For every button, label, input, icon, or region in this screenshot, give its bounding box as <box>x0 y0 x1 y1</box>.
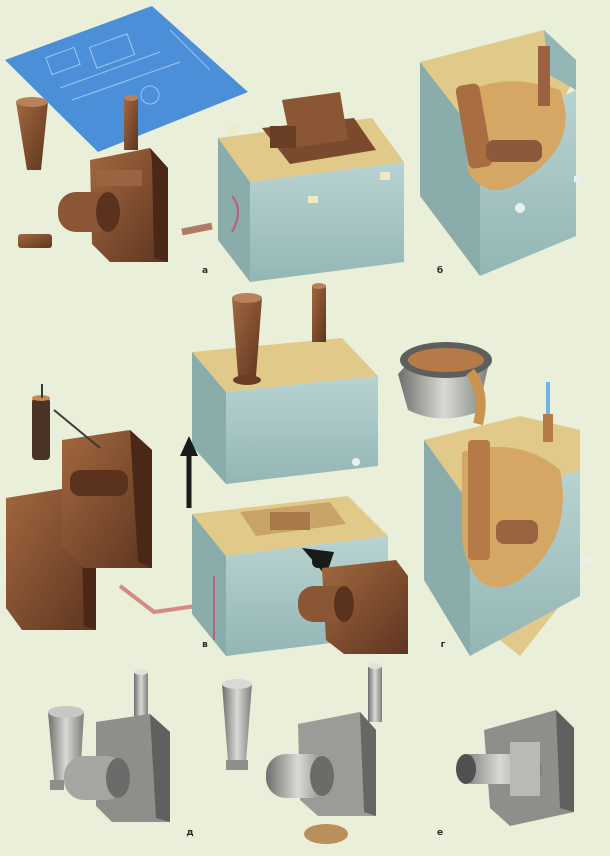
step-label-c: в <box>198 640 212 650</box>
step-label-a: a <box>198 266 212 276</box>
mould-being-poured <box>424 382 590 656</box>
core-rod <box>120 586 196 612</box>
ladle <box>398 342 492 424</box>
cope-flask <box>192 283 378 484</box>
core-piece <box>18 234 52 248</box>
step-label-d: г <box>436 640 450 650</box>
riser-pattern <box>124 95 138 150</box>
core-box-right <box>62 430 152 568</box>
sand-pile <box>304 824 348 844</box>
step-label-e: д <box>183 828 197 838</box>
step-label-b: б <box>433 266 447 276</box>
step-label-f: е <box>433 828 447 838</box>
runner-pattern <box>182 226 212 232</box>
flask-step-b <box>420 30 582 276</box>
part-pattern <box>58 148 168 262</box>
flask-step-a <box>218 92 404 282</box>
raw-casting <box>48 669 170 822</box>
finished-part <box>456 710 574 826</box>
sprue-pattern <box>16 97 48 170</box>
cleaned-casting <box>266 712 376 816</box>
